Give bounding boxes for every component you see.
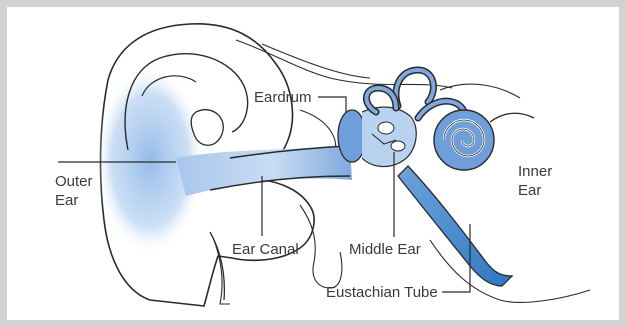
eardrum-label: Eardrum [254,88,312,107]
eustachian-tube-label: Eustachian Tube [326,283,438,302]
outer-ear-label-line2: Ear [55,191,93,210]
outer-ear-label-line1: Outer [55,172,93,191]
middle-ear-label: Middle Ear [349,240,421,259]
outer-ear-label: Outer Ear [55,172,93,210]
middle-ear-shape [338,107,416,167]
ear-canal-label: Ear Canal [232,240,299,259]
eustachian-tube-shape [398,166,512,286]
inner-ear-label-line2: Ear [518,181,552,200]
inner-ear-label-line1: Inner [518,162,552,181]
inner-ear-label: Inner Ear [518,162,552,200]
eardrum-leader [318,97,346,112]
